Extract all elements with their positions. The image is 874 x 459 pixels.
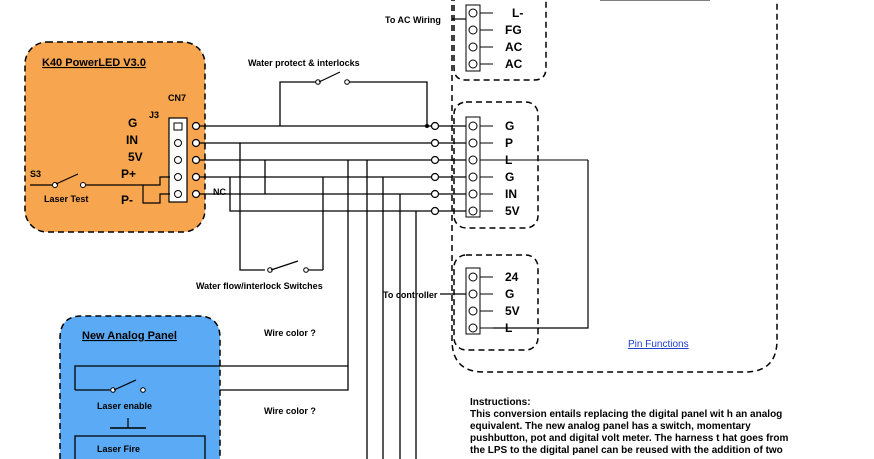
lps-outer-box: [451, 0, 778, 373]
s3-lever: [55, 173, 79, 185]
s3-wire-pplus: [86, 176, 170, 186]
s3-label: S3: [30, 169, 41, 179]
lps-ctrl-wires: [439, 125, 466, 212]
j3-pin-3: [174, 156, 182, 164]
ctrl-block-frame: [453, 101, 539, 229]
analog-panel-title: New Analog Panel: [82, 330, 177, 342]
cn7-label: CN7: [168, 93, 186, 103]
water-flow-label: Water flow/interlock Switches: [196, 281, 323, 291]
laser-enable-label: Laser enable: [97, 401, 152, 411]
power-terminals: [465, 267, 481, 335]
board-pin-pminus: P-: [121, 193, 133, 207]
s3-caption: Laser Test: [44, 194, 88, 204]
board-pin-pplus: P+: [121, 167, 136, 181]
analog-panel: [59, 315, 221, 459]
ctrl-pin-g2: G: [505, 170, 514, 184]
panel-wire-top: [74, 365, 348, 390]
ctrl-pin-l: L: [505, 153, 512, 167]
board-terminal-2: [191, 138, 201, 148]
fire-wire: [74, 435, 206, 459]
nc-label: NC: [213, 187, 226, 197]
ac-pin-ac1: AC: [505, 40, 523, 54]
s3-wire-pminus: [142, 185, 170, 204]
j3-pin-4: [174, 173, 182, 181]
power-pin-g: G: [505, 287, 514, 301]
instructions-heading: Instructions:: [470, 397, 531, 408]
ac-pin-fg: FG: [505, 23, 522, 37]
laser-fire-label: Laser Fire: [97, 444, 140, 454]
board-terminal-3: [191, 155, 201, 165]
instructions-line-2: equivalent. The new analog panel has a s…: [470, 421, 751, 432]
wp-switch-lever: [318, 71, 341, 83]
j3-pin-5: [174, 190, 182, 198]
power-pin-ticks: [480, 276, 493, 329]
ctrl-pin-p: P: [505, 136, 513, 150]
junction-wp: [425, 124, 429, 128]
ctrl-pin-5v: 5V: [505, 204, 520, 218]
board-title: K40 PowerLED V3.0: [42, 57, 146, 69]
board-pin-in: IN: [126, 133, 138, 147]
power-block-frame: [453, 254, 539, 351]
pin-functions-link[interactable]: Pin Functions: [628, 339, 689, 350]
wire-color-label-2: Wire color ?: [264, 406, 316, 416]
instructions-line-1: This conversion entails replacing the di…: [470, 409, 782, 420]
ctrl-pin-g: G: [505, 119, 514, 133]
board-terminal-1: [191, 121, 201, 131]
lps-input-terminals: [430, 121, 440, 216]
ac-block-frame: [453, 0, 547, 81]
power-pin-l: L: [505, 321, 512, 335]
instructions-line-4: the LPS to the digital panel can be reus…: [470, 445, 783, 456]
ctrl-pin-in: IN: [505, 187, 517, 201]
instructions-line-3: pushbutton, pot and digital volt meter. …: [470, 433, 788, 444]
wf-switch-contact-b: [303, 267, 309, 273]
j3-pin-2: [174, 139, 182, 147]
board-pin-5v: 5V: [128, 150, 143, 164]
to-controller-label: To controller: [383, 290, 438, 300]
ctrl-terminals: [465, 116, 481, 218]
l-tie-wire: [493, 160, 589, 329]
ctrl-pin-ticks: [480, 125, 588, 212]
enable-lever: [113, 379, 137, 391]
ac-terminals: [465, 4, 481, 72]
power-pin-24: 24: [505, 270, 519, 284]
board-pin-g: G: [128, 116, 137, 130]
to-ac-label: To AC Wiring: [385, 15, 441, 25]
water-protect-label: Water protect & interlocks: [248, 58, 360, 68]
board-terminal-5: [191, 189, 201, 199]
power-pin-5v: 5V: [505, 304, 520, 318]
controller-trunk: [366, 160, 417, 459]
ac-pin-ticks: [480, 12, 493, 65]
j3-label: J3: [149, 110, 159, 120]
enable-contact-b: [140, 387, 146, 393]
ac-pin-ac2: AC: [505, 57, 523, 71]
j3-pin-1: [173, 122, 183, 131]
wf-switch-lever: [270, 260, 299, 271]
wp-switch-contact-b: [344, 79, 350, 85]
board-terminal-4: [191, 172, 201, 182]
s3-contact-b: [80, 182, 86, 188]
j3-connector: [168, 117, 188, 203]
wire-color-label-1: Wire color ?: [264, 328, 316, 338]
ac-pin-l: L-: [512, 6, 523, 20]
